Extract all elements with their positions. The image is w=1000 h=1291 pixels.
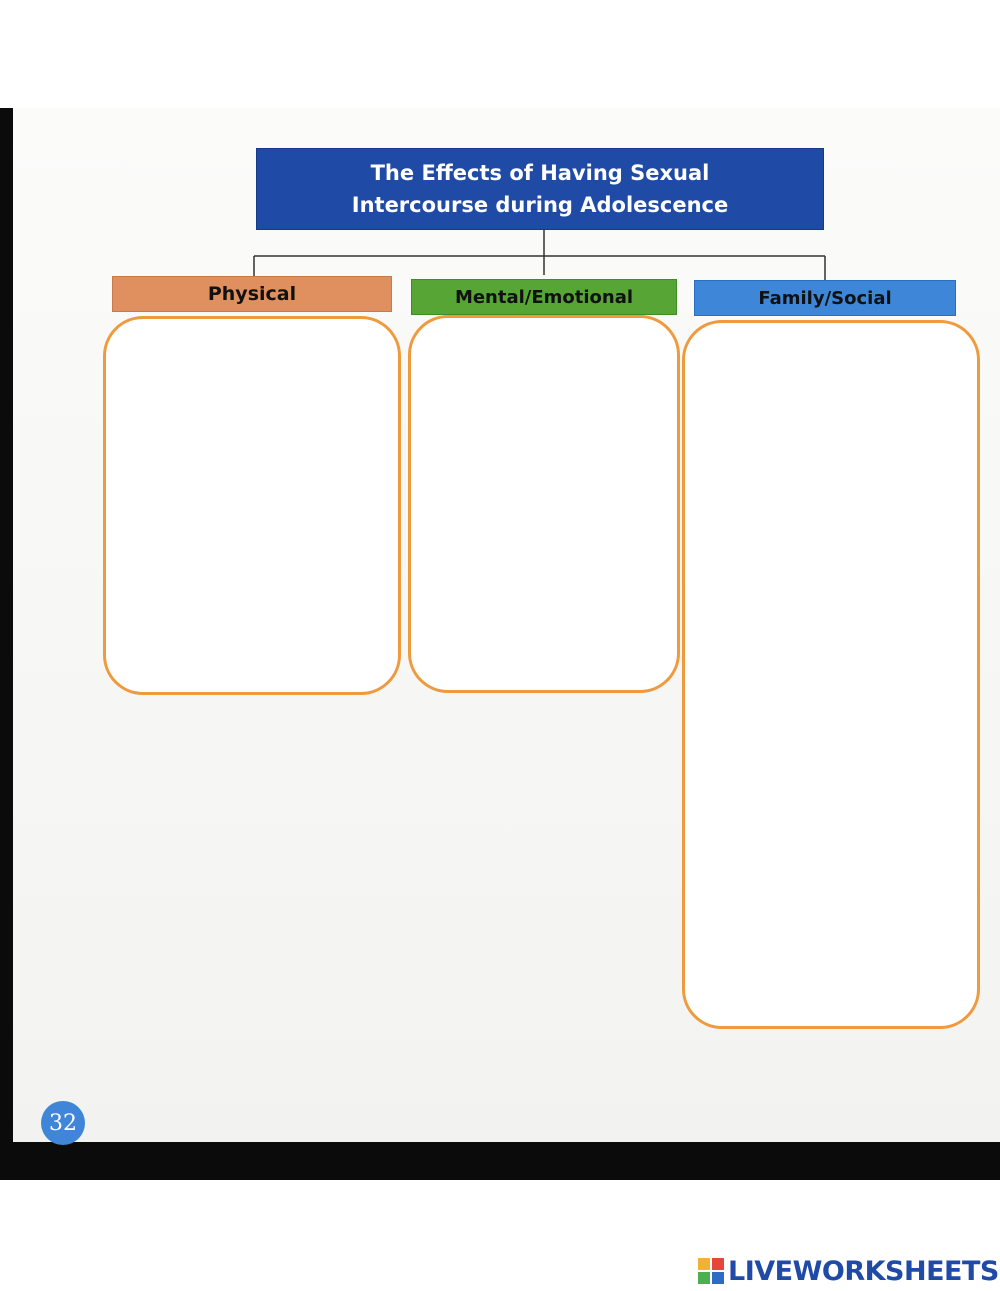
scan-edge-bottom	[0, 1142, 1000, 1180]
category-mental-emotional: Mental/Emotional	[411, 279, 677, 315]
tree-connector	[253, 230, 826, 280]
page-number: 32	[41, 1101, 85, 1145]
category-physical: Physical	[112, 276, 392, 312]
scan-edge-left	[0, 108, 13, 1180]
answer-box-family-social[interactable]	[682, 320, 980, 1029]
diagram-title-box: The Effects of Having Sexual Intercourse…	[256, 148, 824, 230]
answer-box-mental-emotional[interactable]	[408, 315, 680, 693]
category-family-social: Family/Social	[694, 280, 956, 316]
answer-box-physical[interactable]	[103, 316, 401, 695]
liveworksheets-logo-icon	[698, 1258, 724, 1284]
brand-footer: LIVEWORKSHEETS	[698, 1254, 999, 1288]
brand-name: LIVEWORKSHEETS	[728, 1255, 999, 1287]
diagram-title: The Effects of Having Sexual Intercourse…	[351, 161, 729, 217]
